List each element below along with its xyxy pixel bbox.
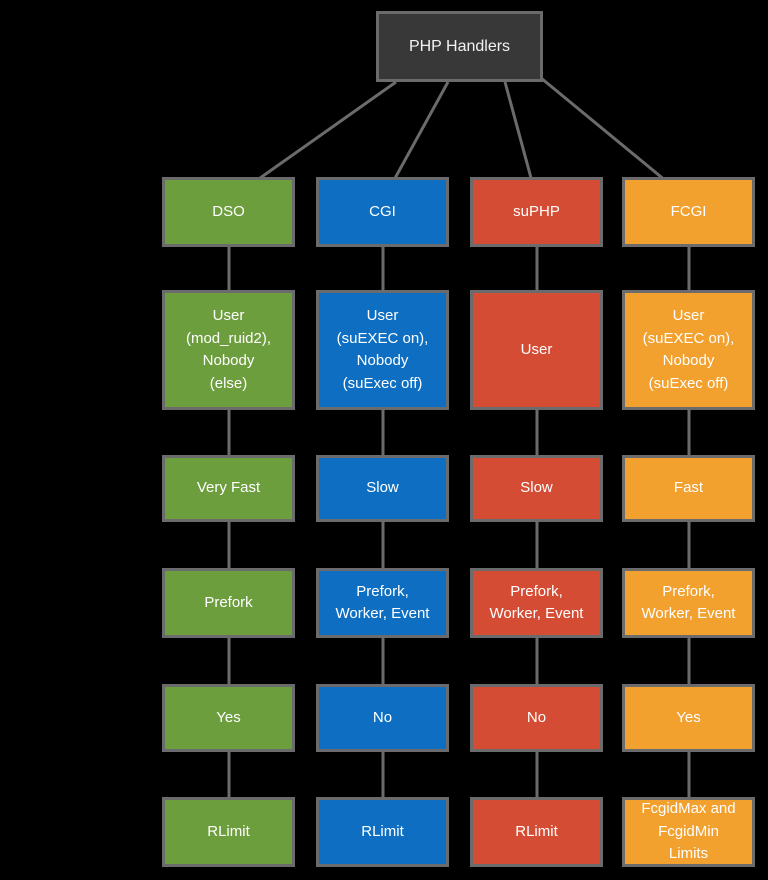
fcgi-header-label: FCGI: [670, 202, 707, 220]
dso-runs-as-label: User (mod_ruid2), Nobody (else): [185, 307, 272, 392]
fcgi-header-node: FCGI: [622, 177, 755, 247]
dso-mpm-label: Prefork: [204, 593, 253, 611]
suphp-header-node: suPHP: [470, 177, 603, 247]
suphp-limits-label: RLimit: [515, 822, 558, 840]
suphp-mpm-node: Prefork, Worker, Event: [470, 568, 603, 638]
cgi-speed-label: Slow: [366, 479, 399, 497]
dso-header-label: DSO: [212, 202, 245, 220]
suphp-yesno-label: No: [526, 708, 547, 726]
dso-yesno-node: Yes: [162, 684, 295, 752]
suphp-header-label: suPHP: [513, 202, 560, 220]
cgi-header-label: CGI: [369, 202, 396, 220]
suphp-runs-as-node: User: [470, 290, 603, 410]
dso-header-node: DSO: [162, 177, 295, 247]
fcgi-limits-label: FcgidMax and FcgidMin Limits: [641, 800, 736, 863]
fcgi-speed-node: Fast: [622, 455, 755, 522]
fcgi-yesno-node: Yes: [622, 684, 755, 752]
cgi-header-node: CGI: [316, 177, 449, 247]
dso-speed-node: Very Fast: [162, 455, 295, 522]
suphp-runs-as-label: User: [520, 340, 553, 358]
fcgi-runs-as-label: User (suEXEC on), Nobody (suExec off): [642, 307, 735, 392]
suphp-speed-node: Slow: [470, 455, 603, 522]
fcgi-runs-as-node: User (suEXEC on), Nobody (suExec off): [622, 290, 755, 410]
fcgi-mpm-label: Prefork, Worker, Event: [641, 582, 736, 623]
cgi-limits-node: RLimit: [316, 797, 449, 867]
dso-mpm-node: Prefork: [162, 568, 295, 638]
cgi-speed-node: Slow: [316, 455, 449, 522]
suphp-mpm-label: Prefork, Worker, Event: [489, 582, 584, 623]
cgi-yesno-label: No: [372, 708, 393, 726]
fcgi-yesno-label: Yes: [676, 708, 701, 726]
fcgi-speed-label: Fast: [673, 479, 704, 497]
dso-runs-as-node: User (mod_ruid2), Nobody (else): [162, 290, 295, 410]
cgi-limits-label: RLimit: [361, 822, 404, 840]
cgi-runs-as-node: User (suEXEC on), Nobody (suExec off): [316, 290, 449, 410]
fcgi-mpm-node: Prefork, Worker, Event: [622, 568, 755, 638]
root-node-php-handlers: PHP Handlers: [376, 11, 543, 82]
cgi-yesno-node: No: [316, 684, 449, 752]
root-node-label: PHP Handlers: [408, 37, 511, 55]
dso-speed-label: Very Fast: [196, 479, 261, 497]
suphp-yesno-node: No: [470, 684, 603, 752]
cgi-runs-as-label: User (suEXEC on), Nobody (suExec off): [336, 307, 429, 392]
suphp-speed-label: Slow: [520, 479, 553, 497]
dso-limits-label: RLimit: [207, 822, 250, 840]
cgi-mpm-node: Prefork, Worker, Event: [316, 568, 449, 638]
dso-yesno-label: Yes: [216, 708, 241, 726]
suphp-limits-node: RLimit: [470, 797, 603, 867]
cgi-mpm-label: Prefork, Worker, Event: [335, 582, 430, 623]
fcgi-limits-node: FcgidMax and FcgidMin Limits: [622, 797, 755, 867]
dso-limits-node: RLimit: [162, 797, 295, 867]
